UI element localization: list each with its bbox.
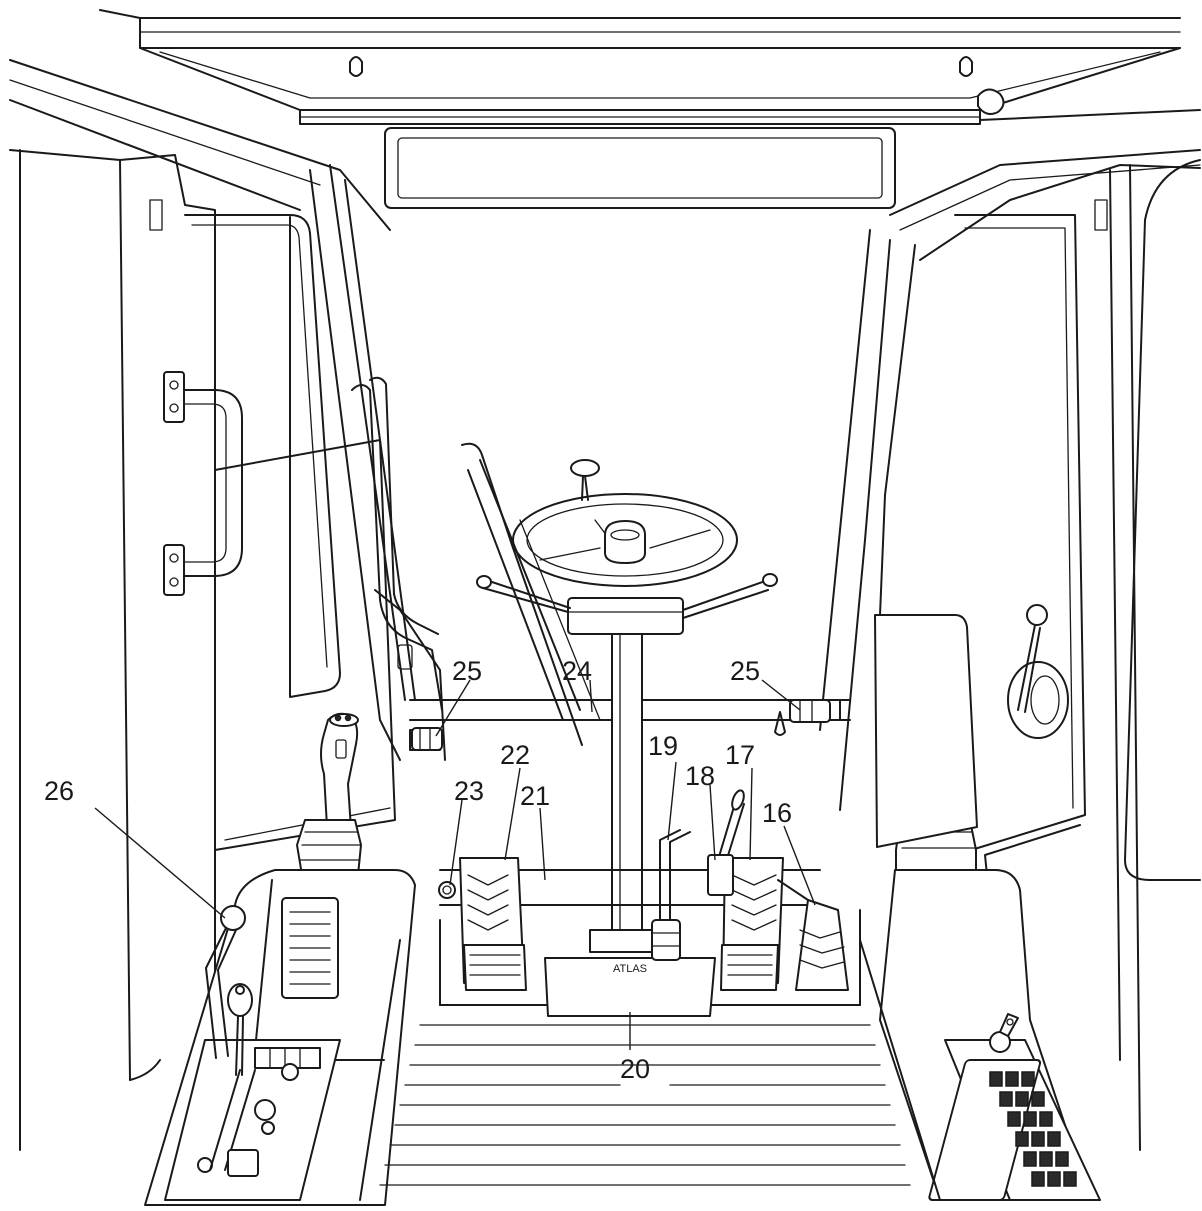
pedal-17 bbox=[720, 857, 784, 991]
lever-19 bbox=[651, 829, 691, 961]
callout-17: 17 bbox=[725, 740, 755, 770]
door-grab-handle bbox=[163, 371, 243, 596]
ignition-key bbox=[989, 1013, 1019, 1053]
clamp-25-right bbox=[774, 699, 831, 736]
left-console bbox=[144, 869, 416, 1206]
right-switch-panel bbox=[989, 1071, 1077, 1187]
callout-25-left: 25 bbox=[452, 656, 482, 686]
callout-16: 16 bbox=[762, 798, 792, 828]
callout-leaders bbox=[94, 679, 816, 1050]
callout-25-right: 25 bbox=[730, 656, 760, 686]
gear-lever bbox=[227, 983, 253, 1076]
pedal-brand: ATLAS bbox=[613, 963, 647, 975]
left-joystick bbox=[296, 712, 362, 876]
callout-labels: 26 25 24 25 23 22 21 19 18 17 16 20 bbox=[44, 656, 792, 1084]
lever-26 bbox=[205, 905, 246, 1059]
right-door-frame bbox=[819, 109, 1201, 1151]
leader-21 bbox=[539, 807, 546, 881]
right-side-lever bbox=[1007, 604, 1069, 739]
steering-wheel bbox=[512, 459, 738, 587]
right-console bbox=[874, 614, 1101, 1201]
leader-16 bbox=[783, 825, 816, 906]
leader-17 bbox=[749, 767, 753, 861]
lever-18 bbox=[707, 789, 745, 896]
callout-18: 18 bbox=[685, 761, 715, 791]
pedal-22 bbox=[459, 857, 527, 991]
cab-roof bbox=[99, 9, 1181, 209]
callout-24: 24 bbox=[562, 656, 592, 686]
callout-20: 20 bbox=[620, 1054, 650, 1084]
callout-22: 22 bbox=[500, 740, 530, 770]
leader-19 bbox=[667, 761, 677, 841]
leader-22 bbox=[504, 767, 521, 861]
leader-24 bbox=[589, 679, 593, 713]
callout-23: 23 bbox=[454, 776, 484, 806]
leader-23 bbox=[449, 799, 463, 886]
floor-plate-20: ATLAS bbox=[544, 957, 716, 1017]
leader-25-left bbox=[435, 679, 471, 737]
callout-26: 26 bbox=[44, 776, 74, 806]
steering-column bbox=[476, 573, 778, 953]
leader-26 bbox=[94, 807, 226, 919]
leader-25-right bbox=[761, 679, 801, 711]
clamp-25-left bbox=[411, 727, 443, 751]
callout-21: 21 bbox=[520, 781, 550, 811]
pedal-16 bbox=[777, 879, 849, 991]
callout-19: 19 bbox=[648, 731, 678, 761]
left-a-pillar bbox=[309, 164, 446, 761]
leader-18 bbox=[709, 784, 716, 861]
